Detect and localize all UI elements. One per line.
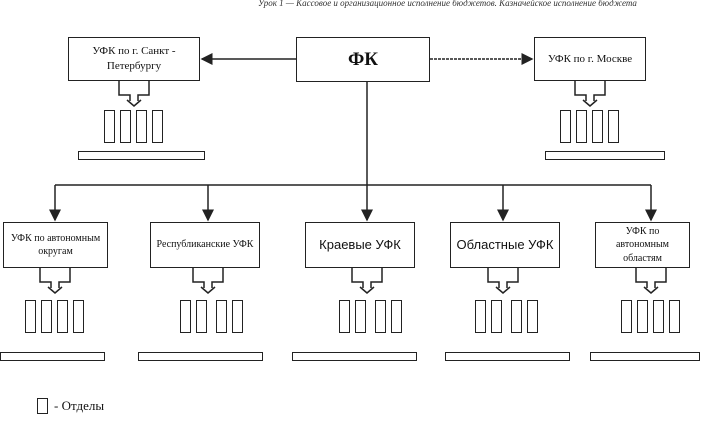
department-bar (138, 352, 263, 361)
branch-box: УФК по г. Москве (534, 37, 646, 81)
department-box (391, 300, 402, 333)
department-box (491, 300, 502, 333)
department-box (339, 300, 350, 333)
department-bar (590, 352, 700, 361)
department-connector (351, 268, 383, 294)
department-connector (39, 268, 71, 294)
department-box (196, 300, 207, 333)
department-box (180, 300, 191, 333)
department-box (120, 110, 131, 143)
department-bar (78, 151, 205, 160)
department-box (637, 300, 648, 333)
department-box (560, 110, 571, 143)
branch-box: УФК по г. Санкт - Петербургу (68, 37, 200, 81)
department-box (57, 300, 68, 333)
department-connector (574, 81, 606, 107)
department-box (104, 110, 115, 143)
department-box (355, 300, 366, 333)
department-box (152, 110, 163, 143)
branch-box: Республиканские УФК (150, 222, 260, 268)
department-box (621, 300, 632, 333)
department-icon (37, 398, 48, 414)
department-box (511, 300, 522, 333)
department-connector (192, 268, 224, 294)
department-box (608, 110, 619, 143)
department-bar (445, 352, 570, 361)
branch-box: Областные УФК (450, 222, 560, 268)
department-box (216, 300, 227, 333)
department-box (527, 300, 538, 333)
department-box (41, 300, 52, 333)
department-box (136, 110, 147, 143)
legend: - Отделы (37, 398, 104, 414)
fk-box: ФК (296, 37, 430, 82)
department-bar (545, 151, 665, 160)
department-box (232, 300, 243, 333)
department-box (653, 300, 664, 333)
department-bar (292, 352, 417, 361)
department-box (576, 110, 587, 143)
legend-label: - Отделы (54, 398, 105, 413)
department-box (592, 110, 603, 143)
department-box (669, 300, 680, 333)
department-box (73, 300, 84, 333)
branch-box: УФК по автономным округам (3, 222, 108, 268)
department-connector (118, 81, 150, 107)
department-connector (487, 268, 519, 294)
department-bar (0, 352, 105, 361)
page-caption: Урок 1 — Кассовое и организационное испо… (258, 0, 637, 8)
department-box (475, 300, 486, 333)
department-box (375, 300, 386, 333)
branch-box: Краевые УФК (305, 222, 415, 268)
department-connector (635, 268, 667, 294)
branch-box: УФК по автономным областям (595, 222, 690, 268)
department-box (25, 300, 36, 333)
